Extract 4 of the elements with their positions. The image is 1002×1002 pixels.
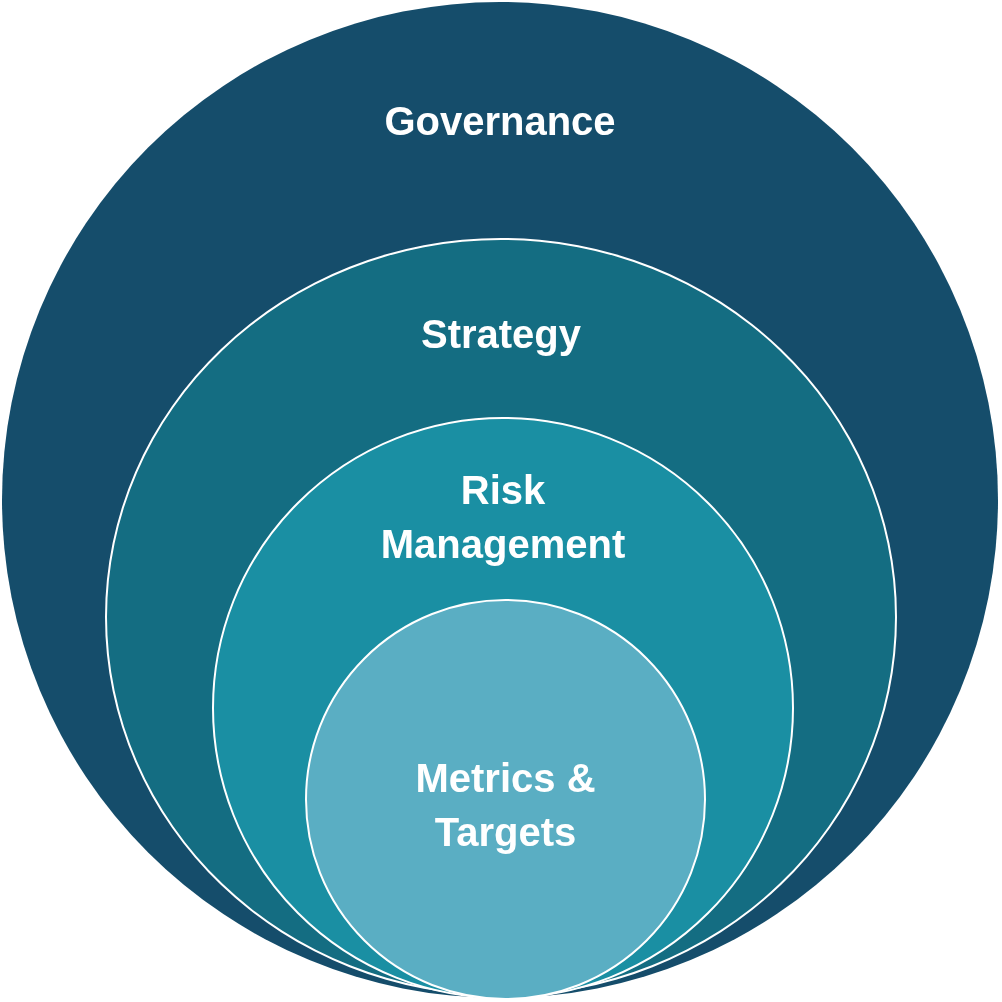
band-title: Strategy (419, 311, 583, 358)
band-title: Risk Management (379, 467, 627, 568)
band-title: Metrics & Targets (414, 755, 597, 856)
band-title: Governance (383, 98, 617, 145)
